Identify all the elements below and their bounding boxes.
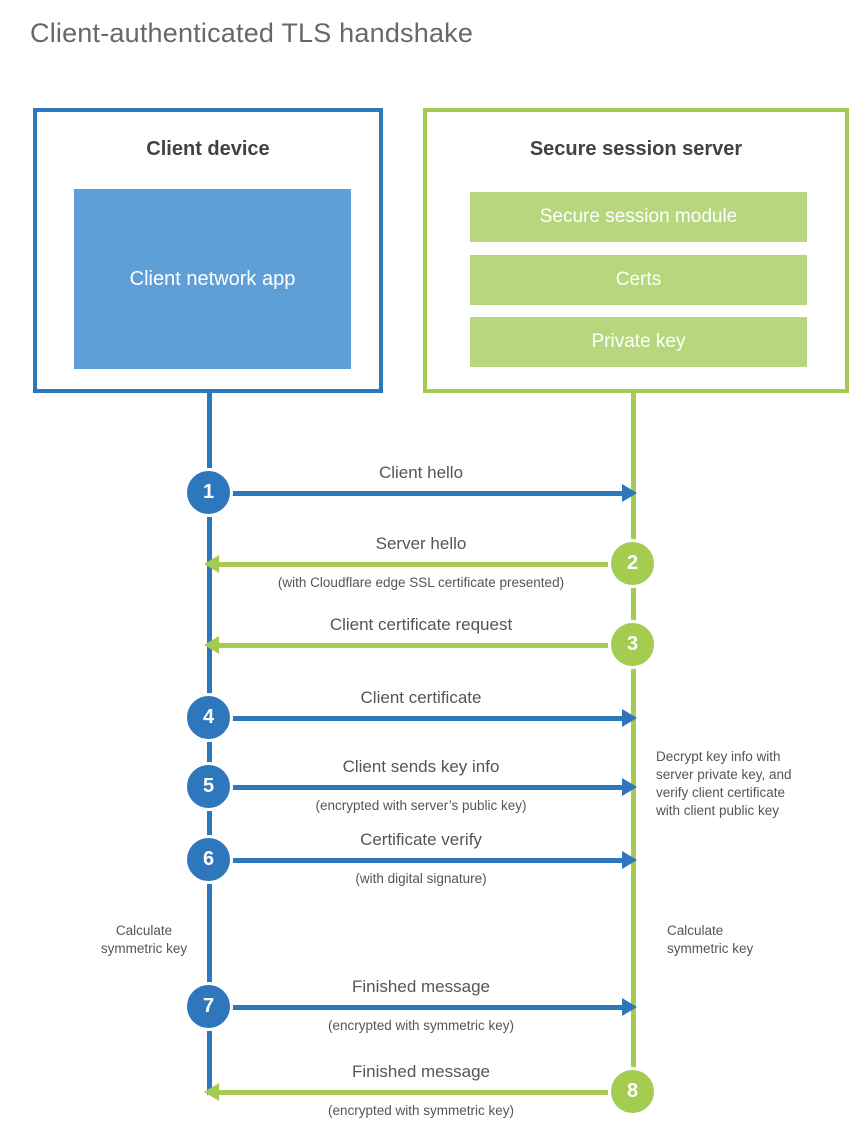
secure-session-module: Secure session module — [470, 192, 807, 242]
message-arrow-8 — [218, 1090, 609, 1095]
arrow-right-icon-4 — [622, 709, 637, 727]
message-label-4: Client certificate — [360, 688, 482, 707]
server-lifeline — [631, 391, 636, 1092]
arrow-left-icon-2 — [204, 555, 219, 573]
step-number-badge-2: 2 — [608, 539, 657, 588]
message-label-3: Client certificate request — [329, 615, 513, 634]
message-sublabel-2: (with Cloudflare edge SSL certificate pr… — [277, 575, 565, 590]
arrow-right-icon-7 — [622, 998, 637, 1016]
message-arrow-7 — [230, 1005, 622, 1010]
secure-session-server-title: Secure session server — [529, 138, 743, 160]
secure-session-server-box: Secure session server Secure session mod… — [423, 108, 849, 393]
message-label-6: Certificate verify — [360, 830, 482, 849]
step-number-badge-7: 7 — [184, 982, 233, 1031]
message-sublabel-5: (encrypted with server’s public key) — [315, 798, 527, 813]
message-label-7: Finished message — [352, 977, 490, 996]
message-arrow-4 — [230, 716, 622, 721]
message-sublabel-6: (with digital signature) — [355, 871, 487, 886]
message-label-5: Client sends key info — [342, 757, 500, 776]
arrow-right-icon-6 — [622, 851, 637, 869]
arrow-right-icon-5 — [622, 778, 637, 796]
arrow-left-icon-3 — [204, 636, 219, 654]
message-label-1: Client hello — [378, 463, 464, 482]
private-key-module: Private key — [470, 317, 807, 367]
arrow-right-icon-1 — [622, 484, 637, 502]
client-device-title: Client device — [146, 138, 270, 160]
step-number-badge-5: 5 — [184, 762, 233, 811]
message-arrow-2 — [218, 562, 609, 567]
calculate-symmetric-key-right: Calculate symmetric key — [667, 923, 754, 956]
step-number-badge-4: 4 — [184, 693, 233, 742]
client-network-app-module: Client network app — [74, 189, 351, 369]
arrow-left-icon-8 — [204, 1083, 219, 1101]
step-number-badge-3: 3 — [608, 620, 657, 669]
certs-module: Certs — [470, 255, 807, 305]
message-arrow-3 — [218, 643, 609, 648]
message-arrow-5 — [230, 785, 622, 790]
message-arrow-6 — [230, 858, 622, 863]
message-sublabel-7: (encrypted with symmetric key) — [327, 1018, 515, 1033]
step-number-badge-8: 8 — [608, 1067, 657, 1116]
decrypt-key-note: Decrypt key info with server private key… — [656, 749, 792, 818]
message-label-2: Server hello — [375, 534, 467, 553]
client-lifeline — [207, 391, 212, 1095]
client-device-box: Client device Client network app — [33, 108, 383, 393]
message-label-8: Finished message — [352, 1062, 490, 1081]
message-sublabel-8: (encrypted with symmetric key) — [327, 1103, 515, 1118]
message-arrow-1 — [230, 491, 622, 496]
calculate-symmetric-key-left: Calculate symmetric key — [100, 923, 188, 956]
step-number-badge-6: 6 — [184, 835, 233, 884]
page-title: Client-authenticated TLS handshake — [30, 18, 474, 48]
step-number-badge-1: 1 — [184, 468, 233, 517]
